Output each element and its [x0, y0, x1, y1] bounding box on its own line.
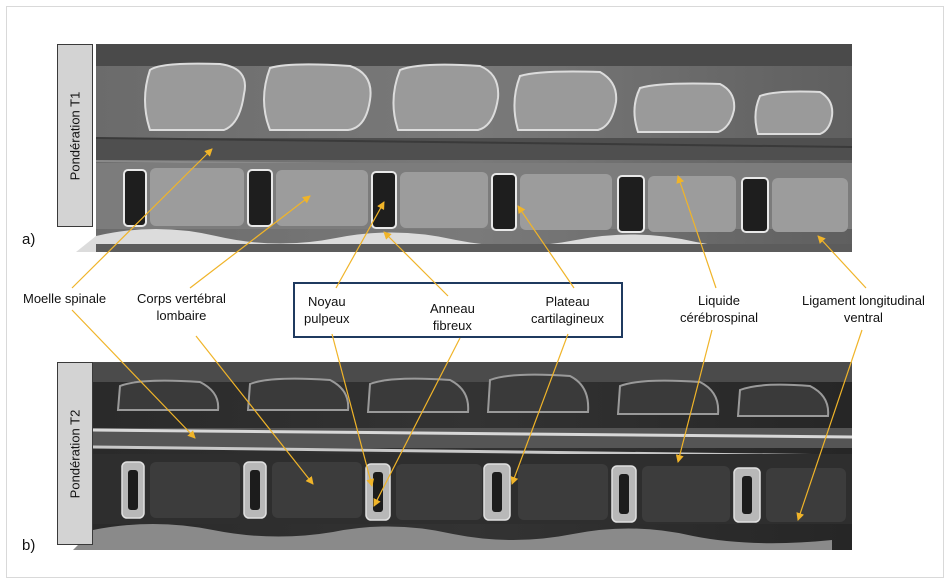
label-moelle-spinale: Moelle spinale	[23, 290, 106, 307]
panel-b-letter: b)	[22, 537, 35, 554]
panel-a-weighting-label: Pondération T1	[68, 91, 83, 180]
panel-b-weighting-label: Pondération T2	[68, 409, 83, 498]
label-anneau-fibreux: Anneaufibreux	[430, 300, 475, 334]
panel-a-weighting-tab: Pondération T1	[57, 44, 93, 227]
mri-panel-t2	[73, 362, 852, 550]
panel-b-weighting-tab: Pondération T2	[57, 362, 93, 545]
label-noyau-pulpeux: Noyaupulpeux	[304, 293, 350, 327]
label-plateau-cartilagineux: Plateaucartilagineux	[531, 293, 604, 327]
panel-a-letter: a)	[22, 231, 35, 248]
label-corps-vertebral: Corps vertébrallombaire	[137, 290, 226, 324]
label-ligament-longitudinal: Ligament longitudinalventral	[802, 292, 925, 326]
mri-panel-t1	[76, 44, 852, 252]
label-liquide-cerebrospinal: Liquidecérébrospinal	[680, 292, 758, 326]
